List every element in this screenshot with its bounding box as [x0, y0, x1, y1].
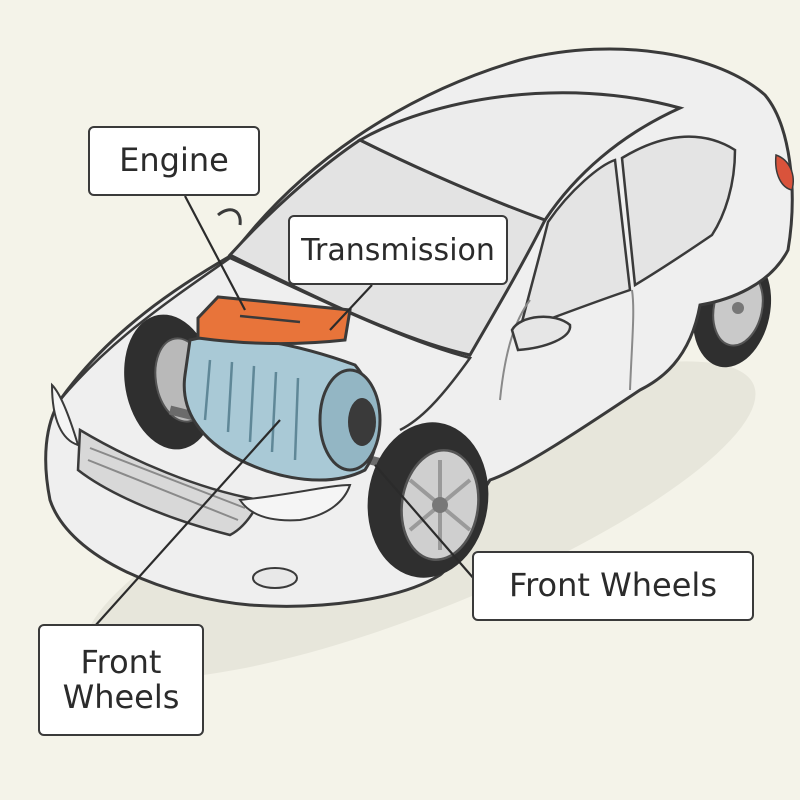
leader-transmission	[329, 284, 373, 331]
leader-front-wheels-left	[94, 419, 281, 627]
rear-side-window	[620, 135, 737, 288]
hood	[59, 256, 473, 432]
headlight-left	[50, 382, 80, 447]
roof	[356, 91, 685, 222]
label-front-wheels-right: Front Wheels	[472, 551, 754, 621]
tail-light	[774, 153, 794, 191]
front-grille	[76, 427, 262, 537]
front-side-window	[518, 158, 632, 333]
headlight-right	[238, 483, 352, 522]
engine-ribs	[203, 359, 300, 461]
leader-engine	[184, 195, 246, 311]
wiper	[217, 208, 242, 226]
label-engine: Engine	[88, 126, 260, 196]
transmission-face	[348, 398, 376, 446]
right-front-wheel	[367, 422, 489, 578]
grille-slats	[87, 447, 246, 521]
label-transmission: Transmission	[288, 215, 508, 285]
fog-light	[252, 567, 298, 589]
door-line	[499, 299, 531, 401]
engine-cover-slot	[239, 314, 301, 324]
side-mirror	[510, 315, 572, 352]
door-line-rear	[629, 289, 635, 391]
leader-front-wheels-right	[374, 464, 476, 581]
label-front-wheels-left: Front Wheels	[38, 624, 204, 736]
